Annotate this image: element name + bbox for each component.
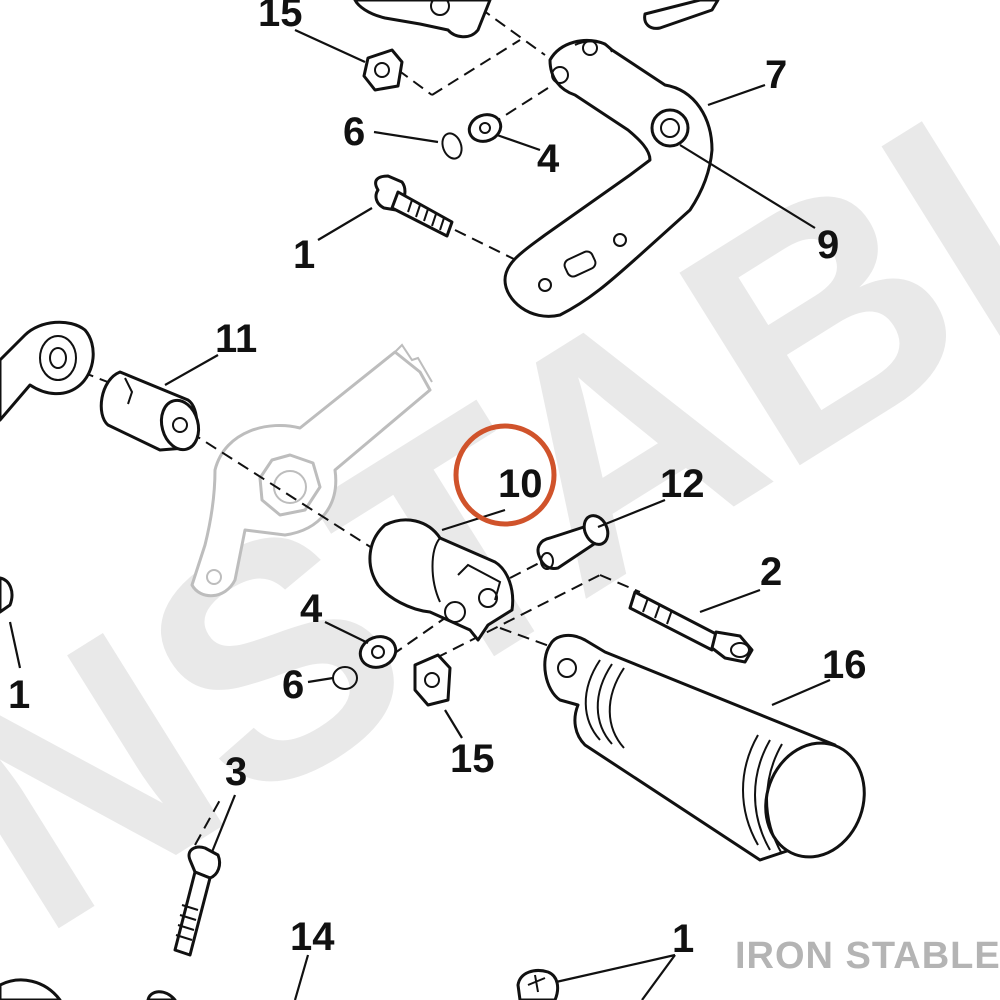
ghost-mount-bracket xyxy=(190,343,433,598)
top-right-pin xyxy=(643,0,720,30)
top-clevis-part xyxy=(353,0,492,39)
mount-clevis xyxy=(368,518,515,642)
leader-lines xyxy=(8,28,831,1000)
socket-screw xyxy=(628,590,754,664)
clevis-pin xyxy=(536,514,610,570)
callout-6-top: 6 xyxy=(343,110,365,154)
callout-6-lower: 6 xyxy=(282,663,304,707)
callout-4-top: 4 xyxy=(537,137,560,181)
bolt-upper xyxy=(374,174,454,238)
callout-14: 14 xyxy=(290,915,335,959)
retaining-ring-top xyxy=(441,132,463,160)
bolt-left-edge xyxy=(0,576,14,614)
brand-logo-text: IRON STABLE xyxy=(735,935,1000,977)
plate-nut-lower xyxy=(413,653,452,707)
callout-9: 9 xyxy=(817,223,839,267)
washer-lower xyxy=(358,635,398,669)
callout-labels: 15 7 6 4 9 1 11 10 12 2 4 6 1 16 15 3 14… xyxy=(8,0,867,961)
bottom-screw xyxy=(516,969,560,1000)
plate-nut-top xyxy=(362,48,404,92)
left-pivot-arm xyxy=(0,320,95,422)
highlight-ring xyxy=(453,423,557,527)
callout-7: 7 xyxy=(765,53,787,97)
callout-3: 3 xyxy=(225,750,247,794)
callout-16: 16 xyxy=(822,643,867,687)
callout-1-left: 1 xyxy=(8,673,30,717)
callout-15-top: 15 xyxy=(258,0,303,35)
callout-12: 12 xyxy=(660,462,705,506)
callout-11: 11 xyxy=(215,317,257,361)
footpeg xyxy=(543,633,866,862)
callout-1-bottom: 1 xyxy=(672,917,694,961)
callout-2: 2 xyxy=(760,550,782,594)
callout-15-lower: 15 xyxy=(450,737,495,781)
washer-top xyxy=(467,113,503,143)
shift-lever-arm xyxy=(503,39,714,318)
callout-1-upper: 1 xyxy=(293,233,315,277)
callout-4-lower: 4 xyxy=(300,587,323,631)
callout-10: 10 xyxy=(498,462,543,506)
long-screw xyxy=(173,845,222,957)
bushing xyxy=(99,370,201,452)
